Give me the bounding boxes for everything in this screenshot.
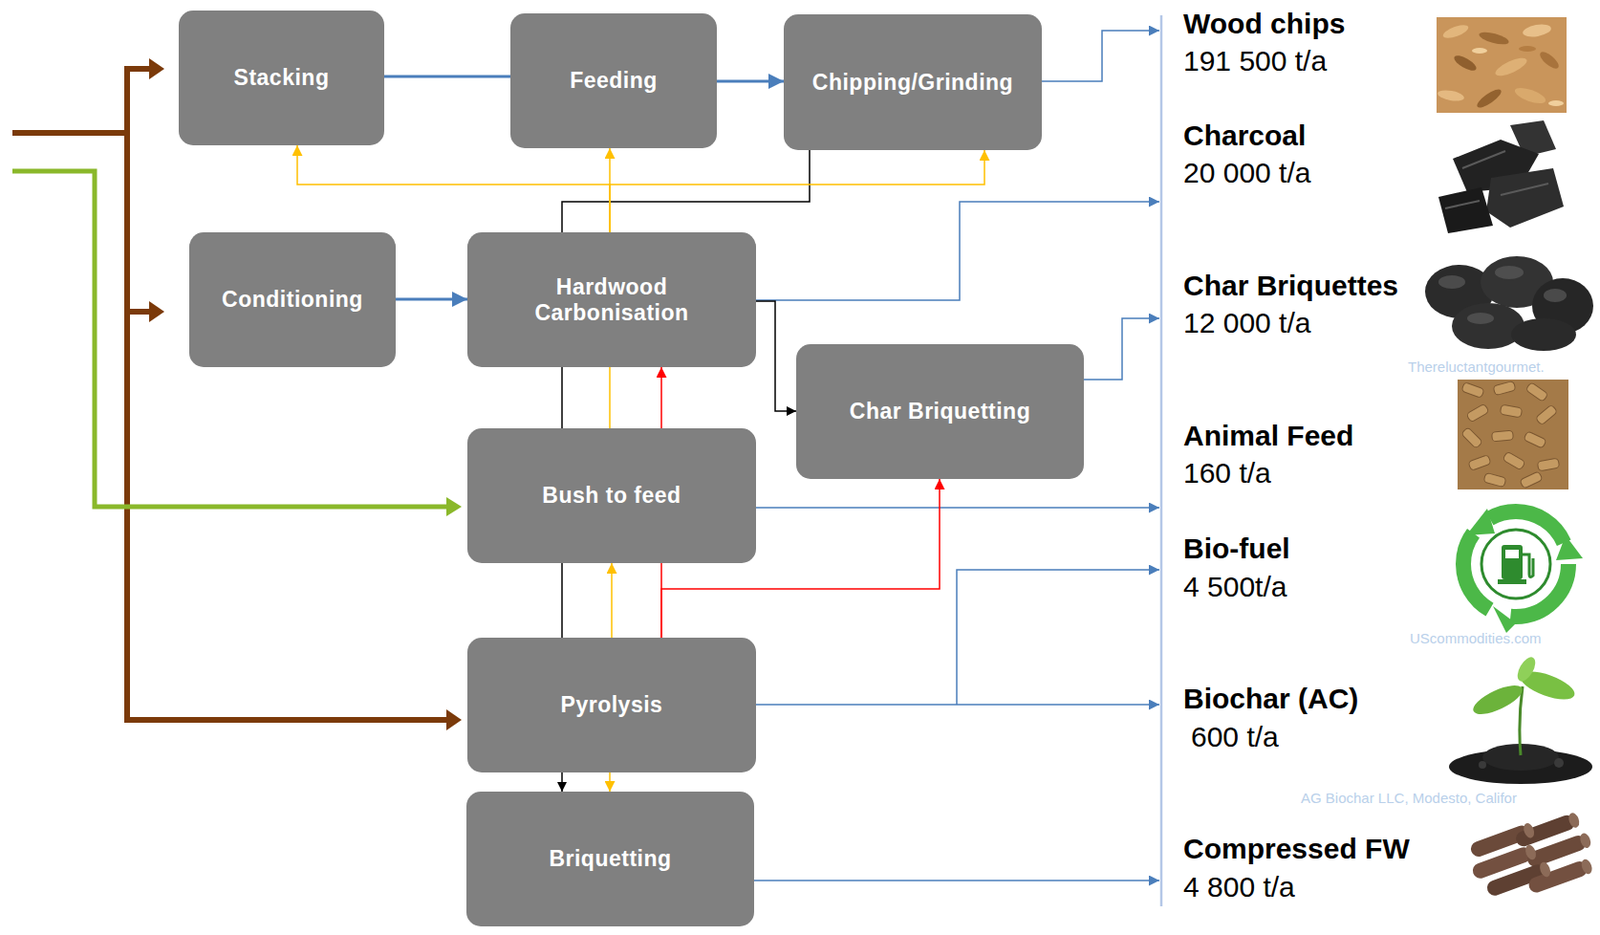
- input-arrowhead: [149, 301, 165, 323]
- product-quantity: 4 500t/a: [1183, 570, 1287, 605]
- input-line: [12, 65, 451, 723]
- process-box: Stacking: [178, 10, 385, 146]
- process-label: Char Briquetting: [849, 398, 1031, 425]
- product-quantity: 160 t/a: [1183, 456, 1272, 491]
- product-name: Charcoal: [1183, 119, 1306, 153]
- process-box: Hardwood Carbonisation: [467, 232, 757, 368]
- product-quantity: 12 000 t/a: [1183, 306, 1311, 341]
- flow-arrow: [608, 772, 611, 792]
- flow-arrow: [395, 298, 468, 302]
- image-credit: AG Biochar LLC, Modesto, Califor: [1300, 789, 1517, 806]
- input-arrowhead: [149, 58, 165, 80]
- output-line: [1083, 318, 1160, 380]
- output-line: [754, 879, 1160, 882]
- product-name: Biochar (AC): [1183, 682, 1359, 716]
- briquettes-picture: [1425, 256, 1594, 351]
- bio-fuel-picture: [1463, 508, 1583, 633]
- hardwood-input: [12, 58, 462, 731]
- flow-arrow: [609, 150, 985, 233]
- compressed-fw-picture: [1463, 804, 1600, 911]
- flow-arrow: [610, 562, 613, 638]
- process-label: Hardwood Carbonisation: [516, 274, 708, 326]
- flow-arrow: [297, 145, 610, 233]
- output-line: [756, 201, 1160, 301]
- process-box: Conditioning: [189, 232, 396, 368]
- process-label: Chipping/Grinding: [812, 69, 1014, 96]
- process-box: Pyrolysis: [467, 637, 757, 773]
- product-name: Wood chips: [1183, 7, 1345, 42]
- flow-arrow: [756, 301, 797, 411]
- process-label: Stacking: [234, 64, 330, 91]
- process-label: Bush to feed: [541, 482, 681, 509]
- product-name: Animal Feed: [1183, 419, 1354, 454]
- process-box: Bush to feed: [467, 428, 757, 563]
- input-arrowhead: [446, 497, 462, 517]
- product-quantity: 20 000 t/a: [1183, 156, 1311, 191]
- process-label: Briquetting: [548, 845, 671, 872]
- product-name: Compressed FW: [1183, 832, 1410, 866]
- wood-chips-picture: [1436, 17, 1567, 113]
- image-credit: UScommodities.com: [1409, 629, 1542, 647]
- flow-arrow: [608, 367, 611, 429]
- output-line: [956, 569, 1160, 705]
- input-arrowhead: [446, 709, 462, 731]
- output-line: [756, 703, 1160, 706]
- picture-ground: [1436, 17, 1567, 113]
- process-box: Char Briquetting: [796, 344, 1084, 479]
- charcoal-picture: [1438, 120, 1564, 234]
- product-name: Char Briquettes: [1183, 269, 1399, 303]
- animal-feed-picture: [1457, 379, 1569, 490]
- process-box: Briquetting: [466, 791, 755, 927]
- product-quantity: 191 500 t/a: [1183, 44, 1327, 79]
- image-credit: Thereluctantgourmet.: [1407, 358, 1545, 375]
- biochar-picture: [1448, 653, 1593, 784]
- bush-input: [12, 171, 462, 517]
- process-label: Pyrolysis: [561, 691, 664, 718]
- output-line: [1041, 30, 1160, 82]
- flow-arrow: [384, 75, 511, 79]
- product-name: Bio-fuel: [1183, 532, 1291, 566]
- output-line: [756, 506, 1160, 509]
- process-box: Feeding: [510, 13, 717, 149]
- process-label: Feeding: [569, 67, 658, 94]
- process-label: Conditioning: [221, 286, 364, 313]
- product-quantity: 600 t/a: [1190, 720, 1279, 755]
- product-quantity: 4 800 t/a: [1183, 870, 1296, 905]
- output-bus: [1160, 15, 1164, 907]
- process-box: Chipping/Grinding: [783, 14, 1042, 151]
- output-lines: [754, 30, 1160, 881]
- input-line: [12, 171, 451, 507]
- flow-arrow: [716, 80, 784, 84]
